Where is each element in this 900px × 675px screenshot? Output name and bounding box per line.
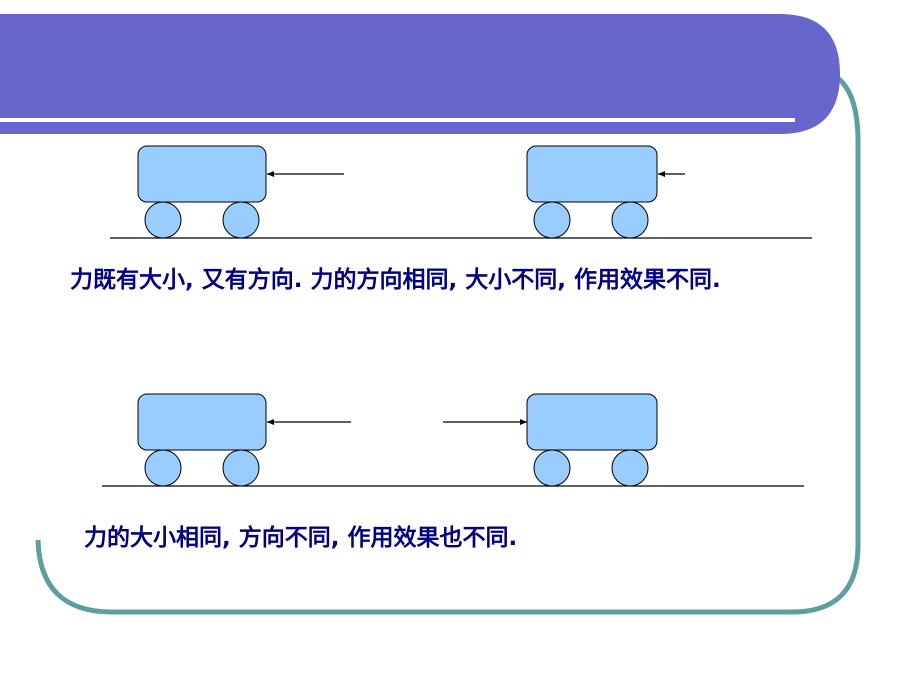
cart <box>137 393 267 487</box>
cart-wheel <box>144 449 182 487</box>
header-rule <box>0 118 795 122</box>
cart-wheel <box>611 449 649 487</box>
cart <box>526 393 658 487</box>
caption-same-magnitude: 力的大小相同, 方向不同, 作用效果也不同. <box>84 525 518 551</box>
cart-wheel <box>611 201 649 239</box>
cart <box>137 145 267 239</box>
cart-wheel <box>144 201 182 239</box>
cart-wheel <box>533 201 571 239</box>
cart-body <box>526 145 658 203</box>
cart-wheel <box>222 201 260 239</box>
cart <box>526 145 658 239</box>
cart-body <box>526 393 658 451</box>
cart-wheel <box>533 449 571 487</box>
frame-curve <box>35 76 861 615</box>
caption-same-direction: 力既有大小, 又有方向. 力的方向相同, 大小不同, 作用效果不同. <box>70 267 721 293</box>
header-band <box>0 14 840 134</box>
cart-wheel <box>222 449 260 487</box>
cart-body <box>137 145 267 203</box>
cart-body <box>137 393 267 451</box>
